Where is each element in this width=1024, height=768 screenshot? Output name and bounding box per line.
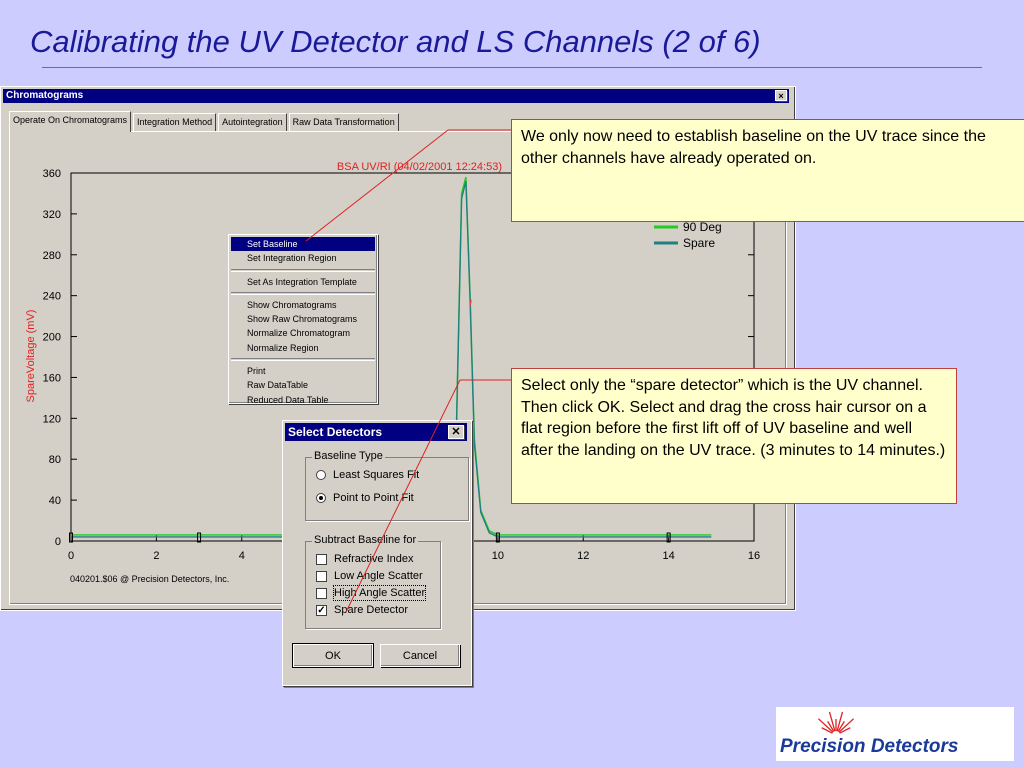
baseline-type-label: Baseline Type — [312, 450, 385, 462]
cancel-button[interactable]: Cancel — [380, 644, 460, 667]
window-close-button[interactable]: × — [775, 90, 787, 101]
window-title: Chromatograms — [6, 90, 84, 101]
burst-icon — [817, 711, 855, 734]
menu-item-normalize-region[interactable]: Normalize Region — [247, 342, 319, 353]
dialog-titlebar[interactable]: Select Detectors ✕ — [285, 423, 467, 441]
y-tick-label: 160 — [43, 372, 61, 384]
checkbox[interactable]: ✓ — [316, 604, 327, 616]
select-detectors-dialog: Select Detectors ✕ Baseline Type Least S… — [282, 420, 472, 686]
callout-spare-detector-note: Select only the “spare detector” which i… — [511, 368, 957, 504]
x-tick-label: 14 — [663, 550, 675, 562]
y-tick-label: 240 — [43, 291, 61, 303]
menu-item-show-chromatograms[interactable]: Show Chromatograms — [247, 299, 337, 310]
tab-integration-method[interactable]: Integration Method — [133, 113, 217, 131]
checkbox[interactable] — [316, 553, 327, 565]
tab-raw-data-transformation[interactable]: Raw Data Transformation — [288, 113, 399, 131]
tab-autointegration[interactable]: Autointegration — [218, 113, 287, 131]
menu-item-print[interactable]: Print — [247, 366, 266, 377]
chart-footer: 040201.$06 @ Precision Detectors, Inc. — [70, 574, 229, 584]
menu-item-set-baseline[interactable]: Set Baseline — [231, 237, 375, 252]
radio-button[interactable] — [316, 493, 326, 503]
baseline-cursor[interactable] — [69, 532, 73, 543]
menu-item-raw-datatable[interactable]: Raw DataTable — [247, 380, 309, 391]
checkbox[interactable] — [316, 587, 327, 599]
baseline-cursor[interactable] — [666, 532, 671, 543]
tab-strip: Operate On Chromatograms Integration Met… — [9, 111, 401, 132]
checkbox-low-angle-scatter[interactable]: Low Angle Scatter — [316, 569, 423, 583]
x-tick-label: 4 — [239, 550, 245, 562]
legend-label: Spare — [683, 236, 715, 250]
checkbox[interactable] — [316, 570, 327, 582]
subtract-baseline-label: Subtract Baseline for — [312, 534, 419, 546]
logo-text: Precision Detectors — [780, 736, 959, 757]
checkbox-spare-detector[interactable]: ✓ Spare Detector — [316, 603, 408, 617]
y-tick-label: 200 — [43, 332, 61, 344]
checkbox-label: Spare Detector — [334, 604, 408, 616]
y-tick-label: 120 — [43, 413, 61, 425]
company-logo: Precision Detectors — [776, 707, 1014, 761]
x-tick-label: 0 — [68, 550, 74, 562]
x-tick-label: 10 — [492, 550, 504, 562]
dialog-title: Select Detectors — [288, 425, 383, 439]
y-tick-label: 40 — [49, 495, 61, 507]
baseline-cursor[interactable] — [495, 532, 500, 543]
x-tick-label: 12 — [577, 550, 589, 562]
callout-baseline-note: We only now need to establish baseline o… — [511, 119, 1024, 222]
menu-item-show-raw-chromatograms[interactable]: Show Raw Chromatograms — [247, 314, 358, 325]
y-tick-label: 80 — [49, 454, 61, 466]
checkbox-label: Refractive Index — [334, 553, 414, 565]
y-tick-label: 280 — [43, 250, 61, 262]
y-tick-label: 0 — [55, 536, 61, 548]
legend-label: 90 Deg — [683, 220, 722, 234]
checkbox-label: High Angle Scatter — [332, 585, 427, 601]
dialog-close-button[interactable]: ✕ — [448, 425, 464, 439]
y-axis-label: SpareVoltage (mV) — [25, 310, 37, 403]
title-divider — [42, 67, 982, 68]
x-tick-label: 16 — [748, 550, 760, 562]
chart-title: BSA UV/RI (04/02/2001 12:24:53) — [337, 161, 502, 173]
y-tick-label: 360 — [43, 168, 61, 180]
radio-least-squares-fit[interactable]: Least Squares Fit — [316, 468, 419, 482]
checkbox-label: Low Angle Scatter — [334, 570, 423, 582]
slide-title: Calibrating the UV Detector and LS Chann… — [30, 24, 761, 59]
menu-item-normalize-chromatogram[interactable]: Normalize Chromatogram — [247, 328, 351, 339]
series-line-marker — [469, 299, 472, 307]
menu-item-reduced-data-table[interactable]: Reduced Data Table — [247, 394, 329, 405]
menu-item-set-integration-region[interactable]: Set Integration Region — [247, 253, 337, 264]
checkbox-high-angle-scatter[interactable]: High Angle Scatter — [316, 585, 427, 601]
tab-operate-on-chromatograms[interactable]: Operate On Chromatograms — [9, 111, 132, 132]
menu-item-set-as-integration-template[interactable]: Set As Integration Template — [247, 276, 357, 287]
ok-button[interactable]: OK — [292, 643, 374, 668]
menu-separator — [231, 291, 375, 295]
window-titlebar[interactable]: Chromatograms × — [3, 89, 789, 103]
radio-label: Point to Point Fit — [333, 492, 414, 504]
checkbox-refractive-index[interactable]: Refractive Index — [316, 552, 413, 566]
baseline-cursor[interactable] — [197, 532, 202, 543]
menu-separator — [231, 358, 375, 362]
x-tick-label: 2 — [153, 550, 159, 562]
radio-label: Least Squares Fit — [333, 469, 420, 481]
radio-point-to-point-fit[interactable]: Point to Point Fit — [316, 491, 414, 505]
menu-separator — [231, 268, 375, 272]
radio-button[interactable] — [316, 470, 326, 480]
y-tick-label: 320 — [43, 209, 61, 221]
